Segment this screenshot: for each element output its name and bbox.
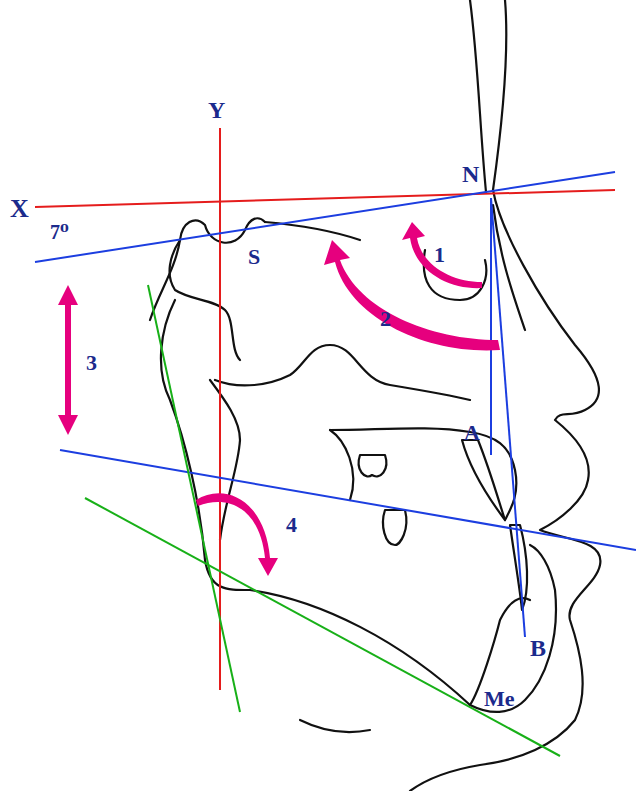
point-label: 1 — [434, 244, 445, 266]
point-label: S — [248, 246, 260, 268]
point-label: A — [464, 422, 480, 444]
point-label: B — [530, 636, 546, 660]
point-label: Me — [484, 688, 515, 710]
point-label: Y — [208, 98, 225, 122]
point-label: 7⁰ — [50, 222, 69, 242]
point-label: N — [462, 162, 479, 186]
point-label: 2 — [380, 308, 391, 330]
point-label: 3 — [86, 352, 97, 374]
point-label: X — [10, 196, 29, 222]
point-label: 4 — [286, 514, 297, 536]
